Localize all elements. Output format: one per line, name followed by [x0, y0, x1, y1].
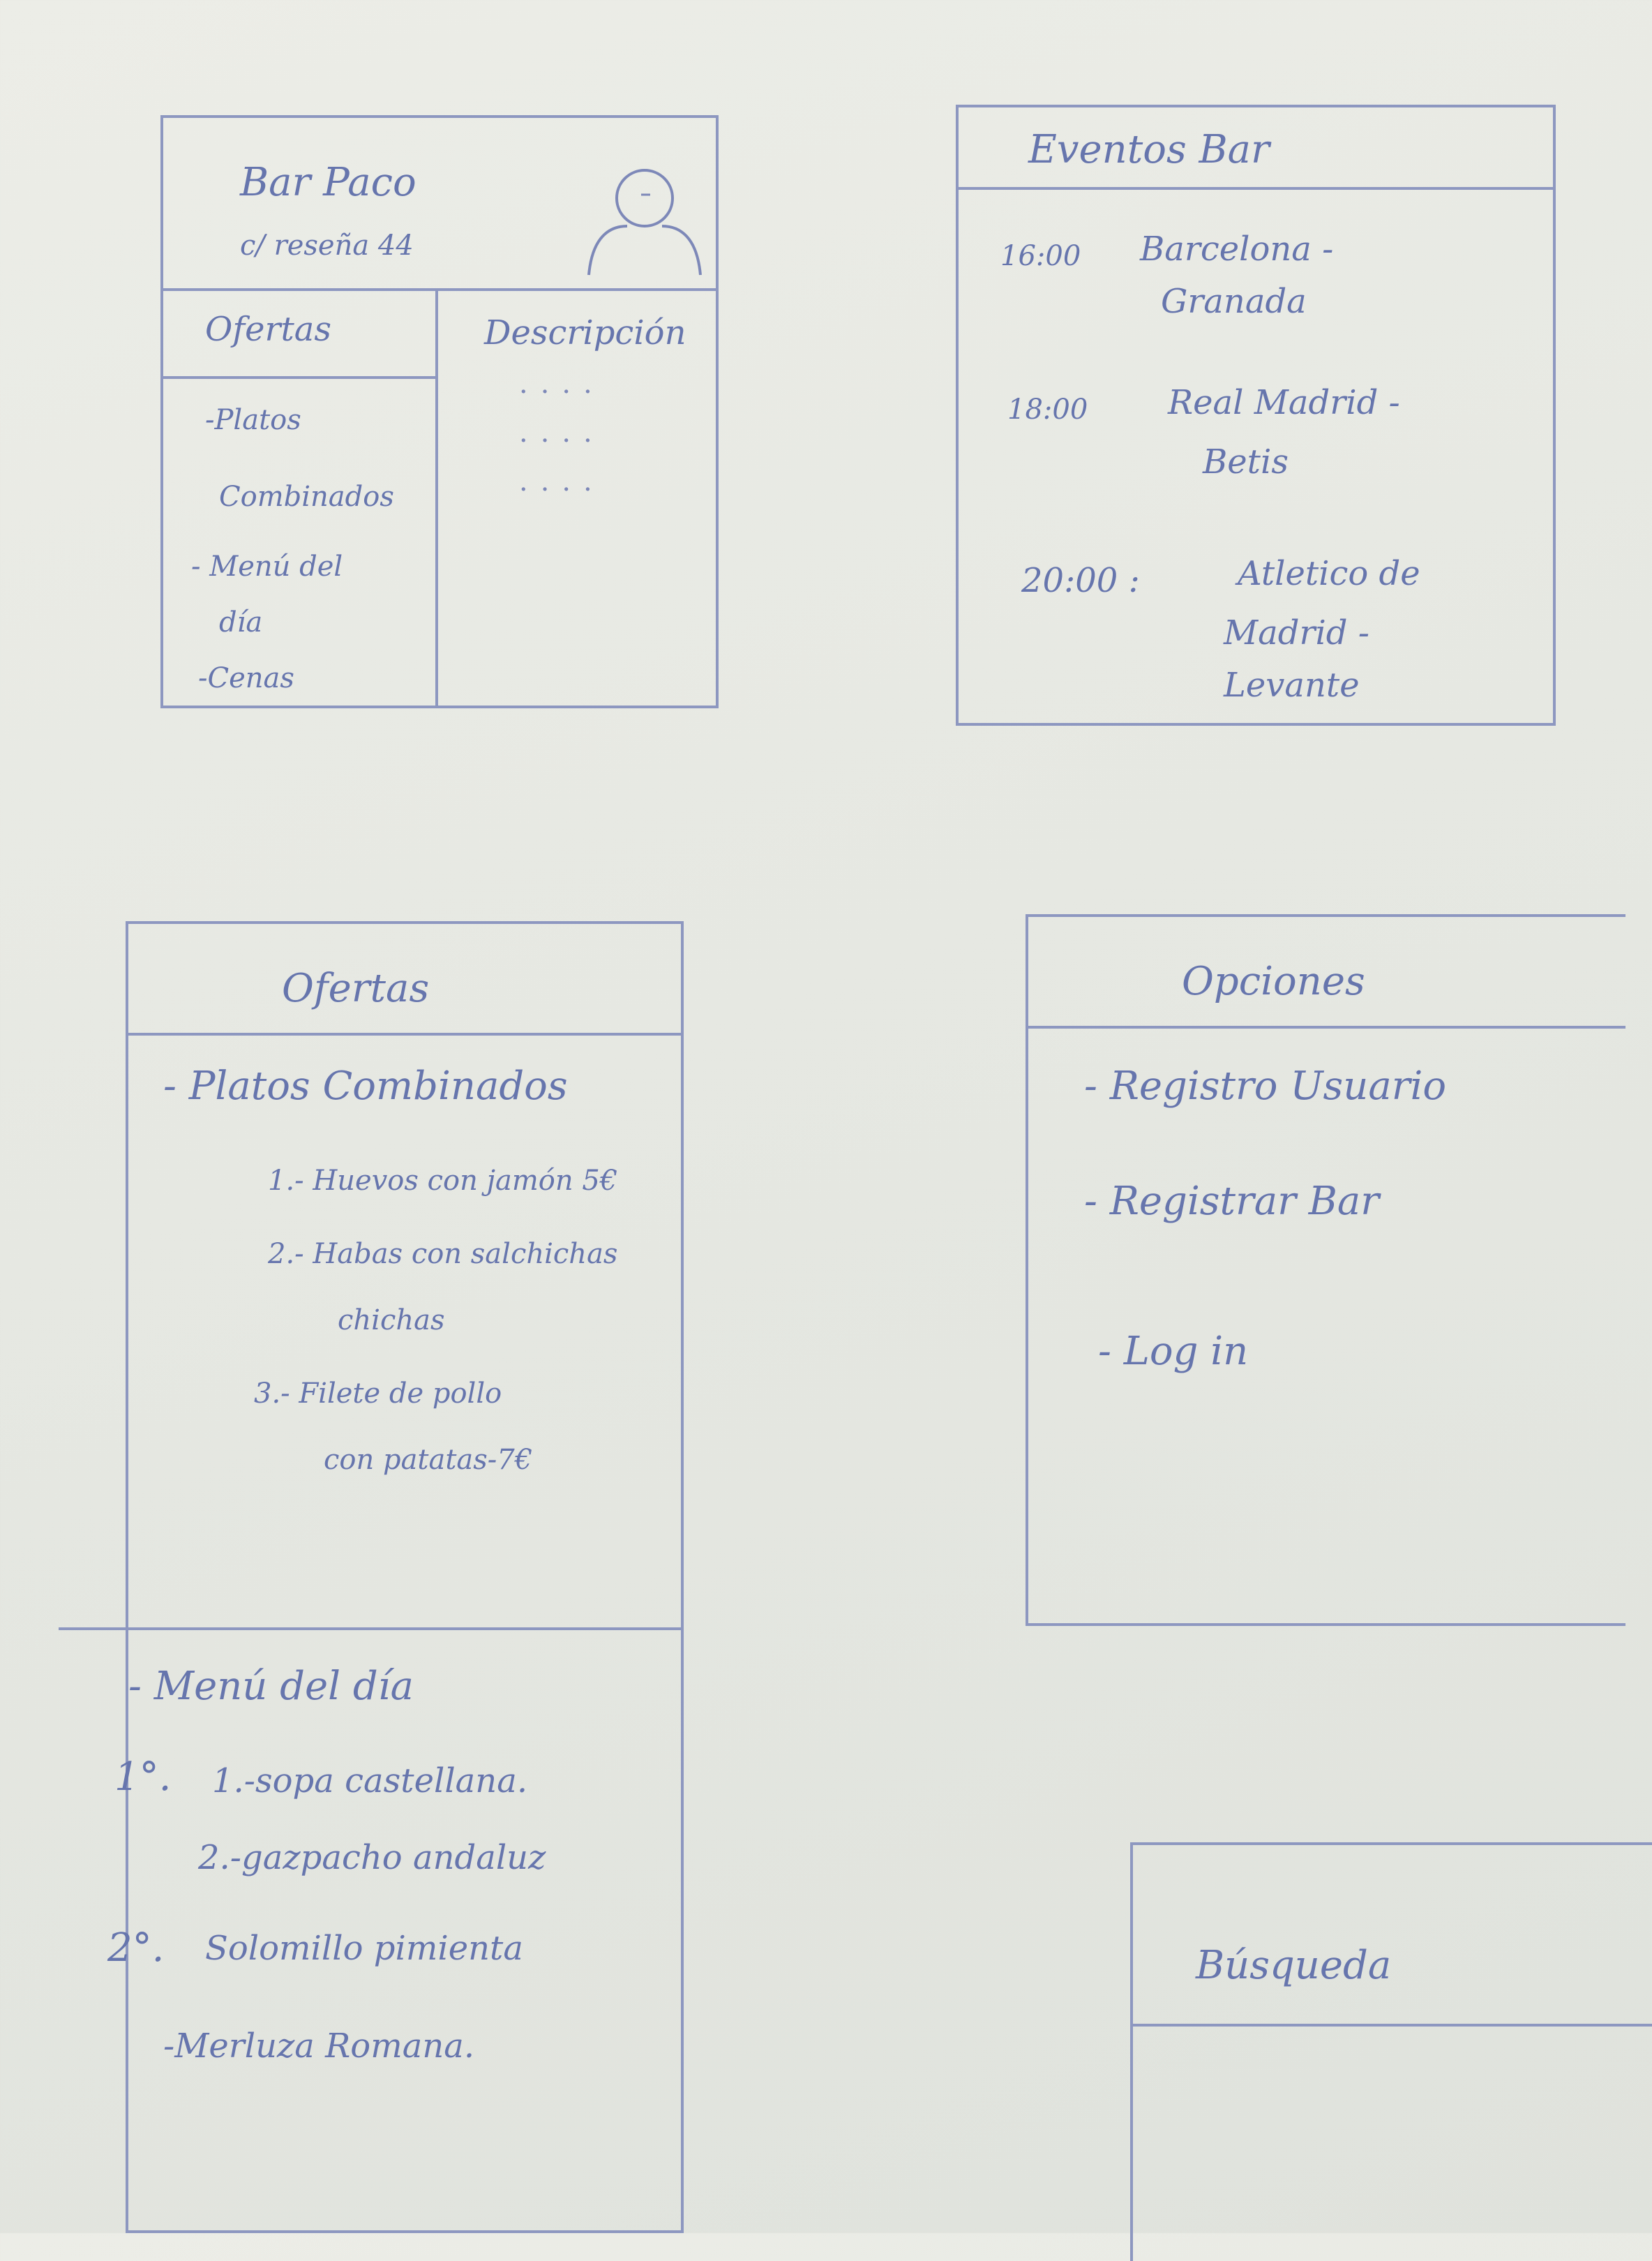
event-match[interactable]: Madrid -	[1224, 613, 1369, 652]
event-match[interactable]: Betis	[1203, 442, 1289, 482]
event-time: 16:00	[1000, 240, 1081, 272]
offers-title: Ofertas	[282, 966, 430, 1011]
options-screen: Opciones - Registro Usuario - Registrar …	[1026, 914, 1625, 1626]
bar-title: Bar Paco	[240, 160, 416, 205]
course-label: 2°.	[107, 1925, 165, 1971]
section-menu-del-dia[interactable]: - Menú del día	[128, 1664, 414, 1709]
bar-header	[163, 118, 716, 291]
search-title: Búsqueda	[1196, 1943, 1392, 1988]
event-match[interactable]: Levante	[1224, 666, 1360, 705]
course-label: 1°.	[114, 1754, 172, 1800]
dish-item[interactable]: Solomillo pimienta	[205, 1929, 523, 1968]
register-bar-button[interactable]: - Registrar Bar	[1084, 1179, 1380, 1224]
section-platos-combinados[interactable]: - Platos Combinados	[163, 1064, 568, 1109]
offers-section-divider	[59, 1627, 684, 1630]
search-header	[1133, 1845, 1652, 2027]
offer-item[interactable]: - Menú del	[191, 551, 343, 583]
dish-item[interactable]: 2.-gazpacho andaluz	[198, 1838, 546, 1877]
register-user-button[interactable]: - Registro Usuario	[1084, 1064, 1447, 1109]
description-placeholder: ····	[519, 425, 605, 457]
dish-item[interactable]: -Merluza Romana.	[163, 2027, 475, 2066]
description-placeholder: ····	[519, 376, 605, 408]
options-title: Opciones	[1182, 959, 1365, 1004]
dish-item[interactable]: 1.-sopa castellana.	[212, 1761, 528, 1800]
events-header	[959, 107, 1553, 190]
offer-item[interactable]: -Platos	[205, 404, 301, 436]
search-screen: Búsqueda	[1130, 1842, 1652, 2261]
event-match[interactable]: Real Madrid -	[1168, 383, 1400, 422]
events-screen: Eventos Bar 16:00 Barcelona - Granada 18…	[956, 105, 1556, 726]
dish-item[interactable]: con patatas-7€	[324, 1444, 533, 1476]
user-avatar-icon[interactable]	[582, 160, 707, 278]
dish-item[interactable]: 3.- Filete de pollo	[254, 1378, 502, 1410]
login-button[interactable]: - Log in	[1098, 1329, 1249, 1374]
options-header	[1028, 917, 1625, 1029]
offer-item[interactable]: Combinados	[219, 481, 394, 513]
dish-item[interactable]: chichas	[338, 1304, 445, 1336]
events-title: Eventos Bar	[1028, 127, 1270, 172]
bar-screen: Bar Paco c/ reseña 44 Ofertas Descripció…	[160, 115, 719, 708]
offers-screen: Ofertas - Platos Combinados 1.- Huevos c…	[59, 921, 684, 2233]
offers-tab[interactable]: Ofertas	[205, 310, 332, 349]
event-time: 20:00 :	[1021, 561, 1140, 600]
offers-header-divider	[163, 376, 435, 379]
dish-item[interactable]: 2.- Habas con salchichas	[268, 1238, 618, 1270]
offer-item[interactable]: día	[219, 606, 263, 639]
bar-column-divider	[435, 291, 438, 708]
event-time: 18:00	[1007, 394, 1088, 426]
description-placeholder: ····	[519, 474, 605, 506]
offer-item[interactable]: -Cenas	[198, 662, 294, 694]
offers-header	[128, 924, 681, 1036]
bar-address: c/ reseña 44	[240, 230, 414, 262]
dish-item[interactable]: 1.- Huevos con jamón 5€	[268, 1165, 618, 1197]
event-match[interactable]: Granada	[1161, 282, 1307, 321]
description-tab[interactable]: Descripción	[484, 313, 686, 352]
event-match[interactable]: Barcelona -	[1140, 230, 1334, 269]
event-match[interactable]: Atletico de	[1238, 554, 1420, 593]
